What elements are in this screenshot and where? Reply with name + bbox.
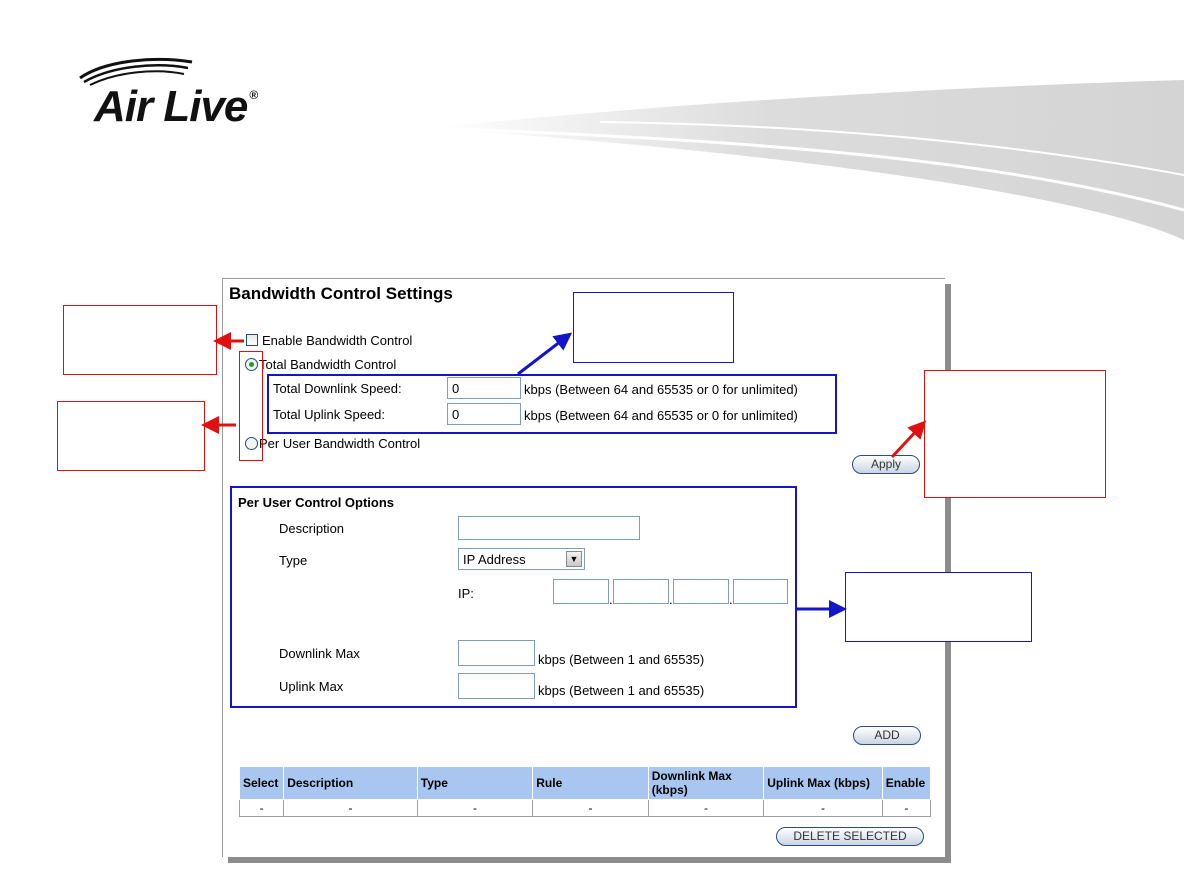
table-cell: - — [416, 799, 534, 817]
total-downlink-label: Total Downlink Speed: — [273, 381, 402, 396]
total-uplink-hint: kbps (Between 64 and 65535 or 0 for unli… — [524, 408, 798, 423]
arrow-total-icon — [517, 332, 573, 376]
ip-label: IP: — [458, 586, 474, 601]
table-cell: - — [532, 799, 649, 817]
total-downlink-input[interactable]: 0 — [447, 377, 521, 399]
table-row: - - - - - - - — [238, 799, 932, 817]
total-bandwidth-radio[interactable] — [245, 358, 258, 371]
uplink-max-label: Uplink Max — [279, 679, 344, 694]
type-select-value: IP Address — [463, 552, 526, 567]
table-cell: - — [881, 799, 932, 817]
annotation-box-enable — [63, 305, 217, 375]
total-uplink-input[interactable]: 0 — [447, 403, 521, 425]
page-title: Bandwidth Control Settings — [229, 284, 453, 303]
enable-bandwidth-checkbox[interactable] — [246, 334, 258, 346]
column-header-rule: Rule — [532, 766, 649, 800]
column-header-downlink-max: Downlink Max (kbps) — [647, 766, 765, 800]
per-user-bandwidth-radio[interactable] — [245, 437, 258, 450]
table-cell: - — [238, 799, 285, 817]
radio-group-highlight — [239, 351, 263, 461]
table-cell: - — [647, 799, 765, 817]
description-label: Description — [279, 521, 345, 536]
annotation-box-total — [573, 292, 734, 363]
arrow-apply-icon — [890, 420, 927, 459]
ip-dot-2: . — [669, 592, 673, 607]
column-header-enable: Enable — [881, 766, 932, 800]
description-input[interactable] — [458, 516, 640, 540]
per-user-bandwidth-label: Per User Bandwidth Control — [259, 436, 421, 451]
ip-octet-1-input[interactable] — [553, 579, 609, 604]
logo-wordmark: Air Live® — [94, 82, 258, 131]
apply-button[interactable]: Apply — [852, 455, 920, 474]
table-cell: - — [283, 799, 418, 817]
annotation-box-apply — [924, 370, 1106, 498]
per-user-options-highlight — [230, 486, 797, 708]
add-button[interactable]: ADD — [853, 726, 921, 745]
column-header-select: Select — [238, 766, 285, 800]
table-header-row: Select Description Type Rule Downlink Ma… — [238, 766, 932, 800]
column-header-uplink-max: Uplink Max (kbps) — [763, 766, 883, 800]
downlink-max-hint: kbps (Between 1 and 65535) — [538, 652, 705, 667]
enable-bandwidth-label: Enable Bandwidth Control — [262, 333, 413, 348]
dropdown-arrow-icon[interactable]: ▼ — [566, 551, 582, 567]
total-bandwidth-label: Total Bandwidth Control — [259, 357, 397, 372]
downlink-max-label: Downlink Max — [279, 646, 360, 661]
delete-selected-button[interactable]: DELETE SELECTED — [776, 827, 924, 846]
ip-octet-2-input[interactable] — [613, 579, 669, 604]
total-downlink-hint: kbps (Between 64 and 65535 or 0 for unli… — [524, 382, 798, 397]
column-header-type: Type — [416, 766, 534, 800]
ip-dot-1: . — [609, 592, 613, 607]
annotation-box-radio — [57, 401, 205, 471]
type-label: Type — [279, 553, 308, 568]
ip-octet-3-input[interactable] — [673, 579, 729, 604]
header-swoosh-graphic — [429, 80, 1184, 240]
airlive-logo-swoosh-icon — [79, 57, 193, 86]
downlink-max-input[interactable] — [458, 640, 535, 666]
ip-octet-4-input[interactable] — [733, 579, 788, 604]
uplink-max-hint: kbps (Between 1 and 65535) — [538, 683, 705, 698]
column-header-description: Description — [283, 766, 418, 800]
per-user-options-heading: Per User Control Options — [238, 495, 395, 510]
type-select[interactable]: IP Address ▼ — [458, 548, 585, 570]
total-uplink-label: Total Uplink Speed: — [273, 407, 386, 422]
bandwidth-rules-table: Select Description Type Rule Downlink Ma… — [238, 766, 932, 817]
annotation-box-per-user — [845, 572, 1032, 642]
ip-dot-3: . — [729, 592, 733, 607]
uplink-max-input[interactable] — [458, 673, 535, 699]
total-bandwidth-highlight — [267, 374, 837, 434]
airlive-logo: Air Live® — [76, 54, 366, 134]
